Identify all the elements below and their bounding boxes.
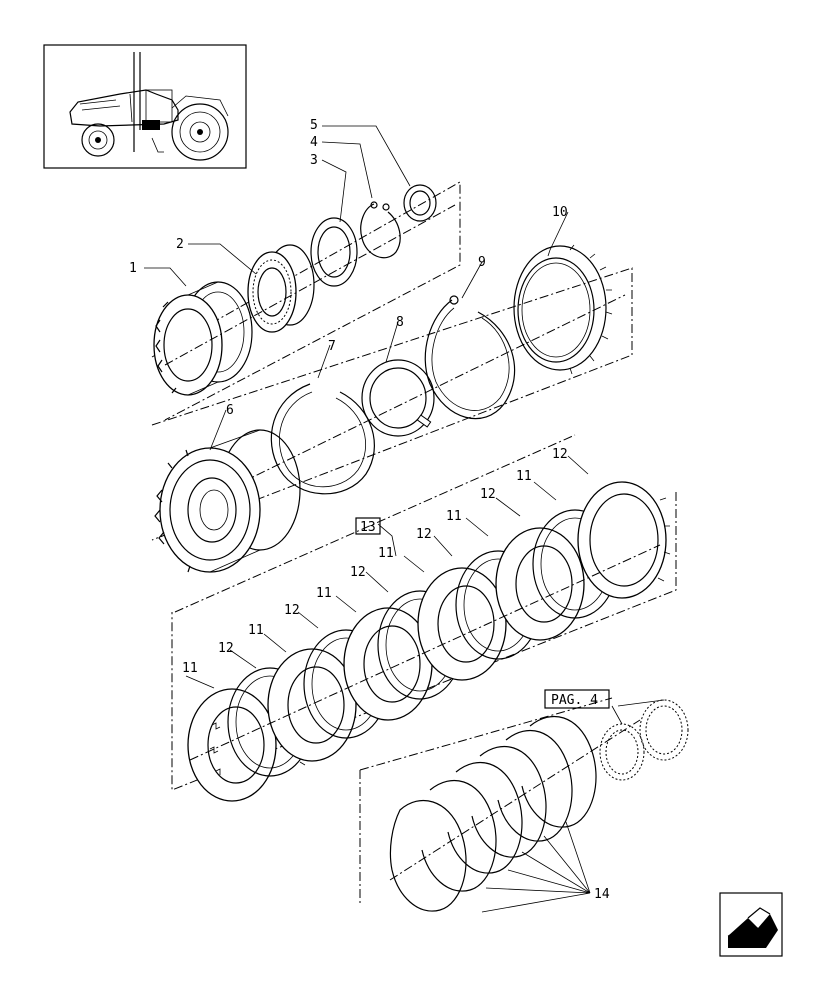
label-plate-12: 12 xyxy=(218,641,234,656)
part-5-ring xyxy=(403,184,437,222)
part-2-bearing xyxy=(247,244,315,333)
part-9-open-ring xyxy=(424,295,516,420)
callout-1: 1 xyxy=(129,261,137,276)
callouts: 1 2 3 4 5 6 7 8 9 10 14 xyxy=(129,118,610,902)
part-14-wave-springs xyxy=(389,716,641,913)
ref-13-label: 13 xyxy=(360,520,376,535)
pag-4-box[interactable]: PAG. 4 xyxy=(544,689,610,709)
leader-lines xyxy=(144,125,589,689)
label-plate-11: 11 xyxy=(446,509,462,524)
part-10-gear-ring xyxy=(513,244,613,375)
part-6-hub-gear xyxy=(154,429,301,573)
label-plate-12: 12 xyxy=(416,527,432,542)
callout-6: 6 xyxy=(226,403,234,418)
callout-3: 3 xyxy=(310,153,318,168)
part-7-ring xyxy=(270,383,375,495)
part-8-ring xyxy=(361,359,435,437)
label-plate-11: 11 xyxy=(182,661,198,676)
callout-4: 4 xyxy=(310,135,318,150)
part-3-ring xyxy=(310,217,358,287)
callout-5: 5 xyxy=(310,118,318,133)
ref-13-box[interactable]: 13 xyxy=(355,517,381,535)
label-plate-12: 12 xyxy=(552,447,568,462)
callout-10: 10 xyxy=(552,205,568,220)
label-plate-12: 12 xyxy=(350,565,366,580)
label-plate-11: 11 xyxy=(516,469,532,484)
pag-4-label: PAG. 4 xyxy=(551,693,598,708)
label-plate-11: 11 xyxy=(316,586,332,601)
tractor-thumbnail-icon[interactable] xyxy=(43,44,247,169)
axis-upper xyxy=(164,204,456,366)
callout-7: 7 xyxy=(328,339,336,354)
next-page-arrow-icon[interactable] xyxy=(719,892,783,957)
clutch-plate-stack xyxy=(187,481,671,802)
plate-labels: 11 12 11 12 11 12 11 12 11 12 11 12 xyxy=(182,447,568,676)
pag-4-rings xyxy=(599,699,689,781)
label-plate-11: 11 xyxy=(378,546,394,561)
part-4-snap-ring xyxy=(360,201,401,259)
callout-9: 9 xyxy=(478,255,486,270)
callout-14: 14 xyxy=(594,887,610,902)
callout-2: 2 xyxy=(176,237,184,252)
callout-8: 8 xyxy=(396,315,404,330)
label-plate-12: 12 xyxy=(284,603,300,618)
part-1-gear xyxy=(153,281,253,396)
label-plate-11: 11 xyxy=(248,623,264,638)
label-plate-12: 12 xyxy=(480,487,496,502)
